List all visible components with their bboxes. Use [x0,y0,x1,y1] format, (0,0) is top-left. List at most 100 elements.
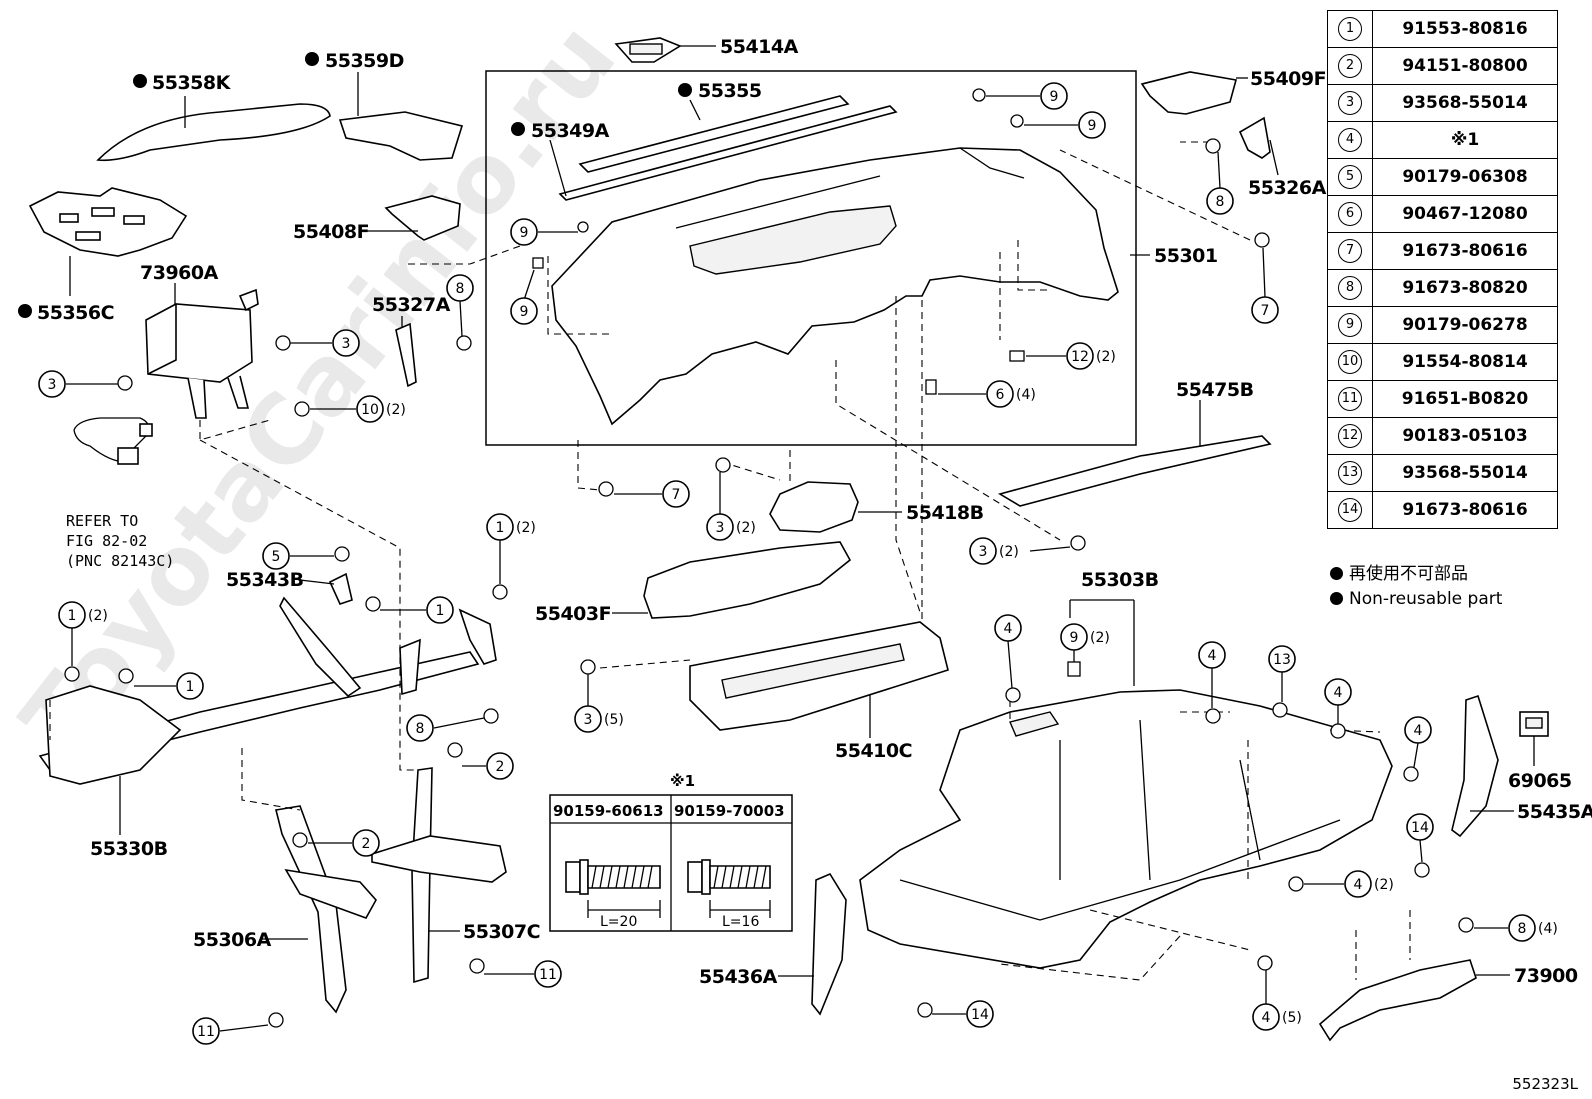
part-55436A[interactable]: 55436A [699,872,847,1016]
svg-text:REFER TO: REFER TO [66,512,138,530]
callout-9-e[interactable]: 9(2) [1060,623,1110,662]
part-55359D[interactable]: 55359D [305,50,464,161]
callout-2-a[interactable]: 2 [462,752,514,780]
part-73900[interactable]: 73900 [1318,959,1578,1042]
part-55327A[interactable]: 55327A [372,294,451,388]
callout-3-a[interactable]: 3 [290,329,360,357]
svg-text:(2): (2) [999,544,1019,560]
callout-4-e[interactable]: 4(2) [1304,870,1394,898]
callout-13[interactable]: 13 [1268,645,1296,702]
callout-4-a[interactable]: 4 [994,614,1022,689]
part-55410C[interactable]: 55410C [689,621,949,762]
circled-number: 14 [1338,498,1362,522]
callout-1-c[interactable]: 1(2) [58,601,108,666]
svg-text:9: 9 [1050,89,1059,105]
callout-9-d[interactable]: 9 [1024,111,1106,139]
svg-text:55327A: 55327A [372,294,451,316]
callout-7-a[interactable]: 7 [1251,247,1279,324]
part-number-cell[interactable]: 91651-B0820 [1372,380,1558,418]
svg-text:(2): (2) [1096,349,1116,365]
part-number-cell[interactable]: 91673-80616 [1372,232,1558,270]
part-69065[interactable]: 69065 [1508,711,1572,792]
part-number-cell[interactable]: 90179-06308 [1372,158,1558,196]
part-55418B[interactable]: 55418B [769,481,984,533]
circled-number: 13 [1338,461,1362,485]
part-73960A[interactable]: 73960A [140,262,259,419]
part-number-cell[interactable]: 93568-55014 [1372,84,1558,122]
part-55409F[interactable]: 55409F [1140,68,1327,115]
callout-1-a[interactable]: 1(2) [486,513,536,584]
part-55303B[interactable]: 55303B [859,569,1393,969]
part-number-cell[interactable]: 94151-80800 [1372,47,1558,85]
callout-12[interactable]: 12(2) [1026,342,1116,370]
svg-text:3: 3 [979,544,988,560]
part-number-cell[interactable]: 91673-80616 [1372,491,1558,529]
part-number-cell[interactable]: 91553-80816 [1372,10,1558,48]
callout-9-b[interactable]: 9 [510,269,538,325]
callout-4-f[interactable]: 4(5) [1252,970,1302,1031]
part-55408F[interactable]: 55408F [293,195,461,243]
part-55414A[interactable]: 55414A [614,36,799,63]
part-55330B[interactable]: 55330B [38,596,497,860]
callout-7-b[interactable]: 7 [614,480,690,508]
callout-5[interactable]: 5 [262,542,334,570]
svg-text:55358K: 55358K [152,72,232,94]
part-55475B[interactable]: 55475B [997,379,1272,507]
svg-text:(5): (5) [1282,1010,1302,1026]
callout-1-b[interactable]: 1 [380,596,454,624]
callout-4-b[interactable]: 4 [1198,641,1226,708]
part-55435A[interactable]: 55435A [1451,694,1592,838]
callout-4-c[interactable]: 4 [1324,678,1352,724]
callout-8-d[interactable]: 8(4) [1474,914,1558,942]
svg-text:8: 8 [1216,194,1225,210]
part-number-cell[interactable]: 91673-80820 [1372,269,1558,307]
row-index: 14 [1327,491,1373,529]
part-number-cell[interactable]: ※1 [1372,121,1558,159]
callout-3-e[interactable]: 3(5) [574,674,624,733]
part-number-cell[interactable]: 90467-12080 [1372,195,1558,233]
part-number-cell[interactable]: 90179-06278 [1372,306,1558,344]
svg-text:(PNC 82143C): (PNC 82143C) [66,552,174,570]
callout-4-d[interactable]: 4 [1404,716,1432,768]
svg-text:1: 1 [68,608,77,624]
part-number-cell[interactable]: 91554-80814 [1372,343,1558,381]
callout-1-d[interactable]: 1 [134,672,204,700]
callout-3-c[interactable]: 3(2) [706,472,756,541]
part-55343B[interactable]: 55343B [226,569,353,605]
callout-11-a[interactable]: 11 [484,960,562,988]
callout-14-a[interactable]: 14 [1406,813,1434,863]
callout-6[interactable]: 6(4) [938,380,1036,408]
legend: 再使用不可部品 Non-reusable part [1330,562,1502,612]
part-55355[interactable]: 55355 [578,80,850,173]
svg-text:55306A: 55306A [193,929,272,951]
part-55356C[interactable]: 55356C [18,187,188,324]
callout-8-b[interactable]: 8 [446,274,474,337]
part-55301[interactable]: 55301 [551,147,1218,426]
part-55358K[interactable]: 55358K [96,72,331,162]
callout-3-b[interactable]: 3 [38,370,118,398]
svg-text:(5): (5) [604,712,624,728]
part-55307C[interactable]: 55307C [371,767,541,984]
callout-3-d[interactable]: 3 (2) [969,537,1071,565]
callout-8-c[interactable]: 8 [406,714,485,742]
callout-2-b[interactable]: 2 [308,829,380,857]
svg-text:※1: ※1 [670,772,695,790]
callout-8-a[interactable]: 8 [1206,151,1234,215]
callout-9-a[interactable]: 9 [510,218,578,246]
callout-11-b[interactable]: 11 [192,1017,269,1045]
svg-text:(2): (2) [1374,877,1394,893]
part-55306A[interactable]: 55306A [193,805,377,1014]
diagram-code: 552323L [1512,1075,1578,1093]
callout-14-b[interactable]: 14 [932,1000,994,1028]
part-55349A[interactable]: 55349A [511,105,898,201]
part-55326A[interactable]: 55326A [1238,116,1327,199]
part-number-cell[interactable]: 93568-55014 [1372,454,1558,492]
part-55403F[interactable]: 55403F [535,541,852,625]
part-number-cell[interactable]: 90183-05103 [1372,417,1558,455]
callout-10[interactable]: 10(2) [310,395,406,423]
svg-text:13: 13 [1273,652,1291,668]
callout-9-c[interactable]: 9 [986,82,1068,110]
